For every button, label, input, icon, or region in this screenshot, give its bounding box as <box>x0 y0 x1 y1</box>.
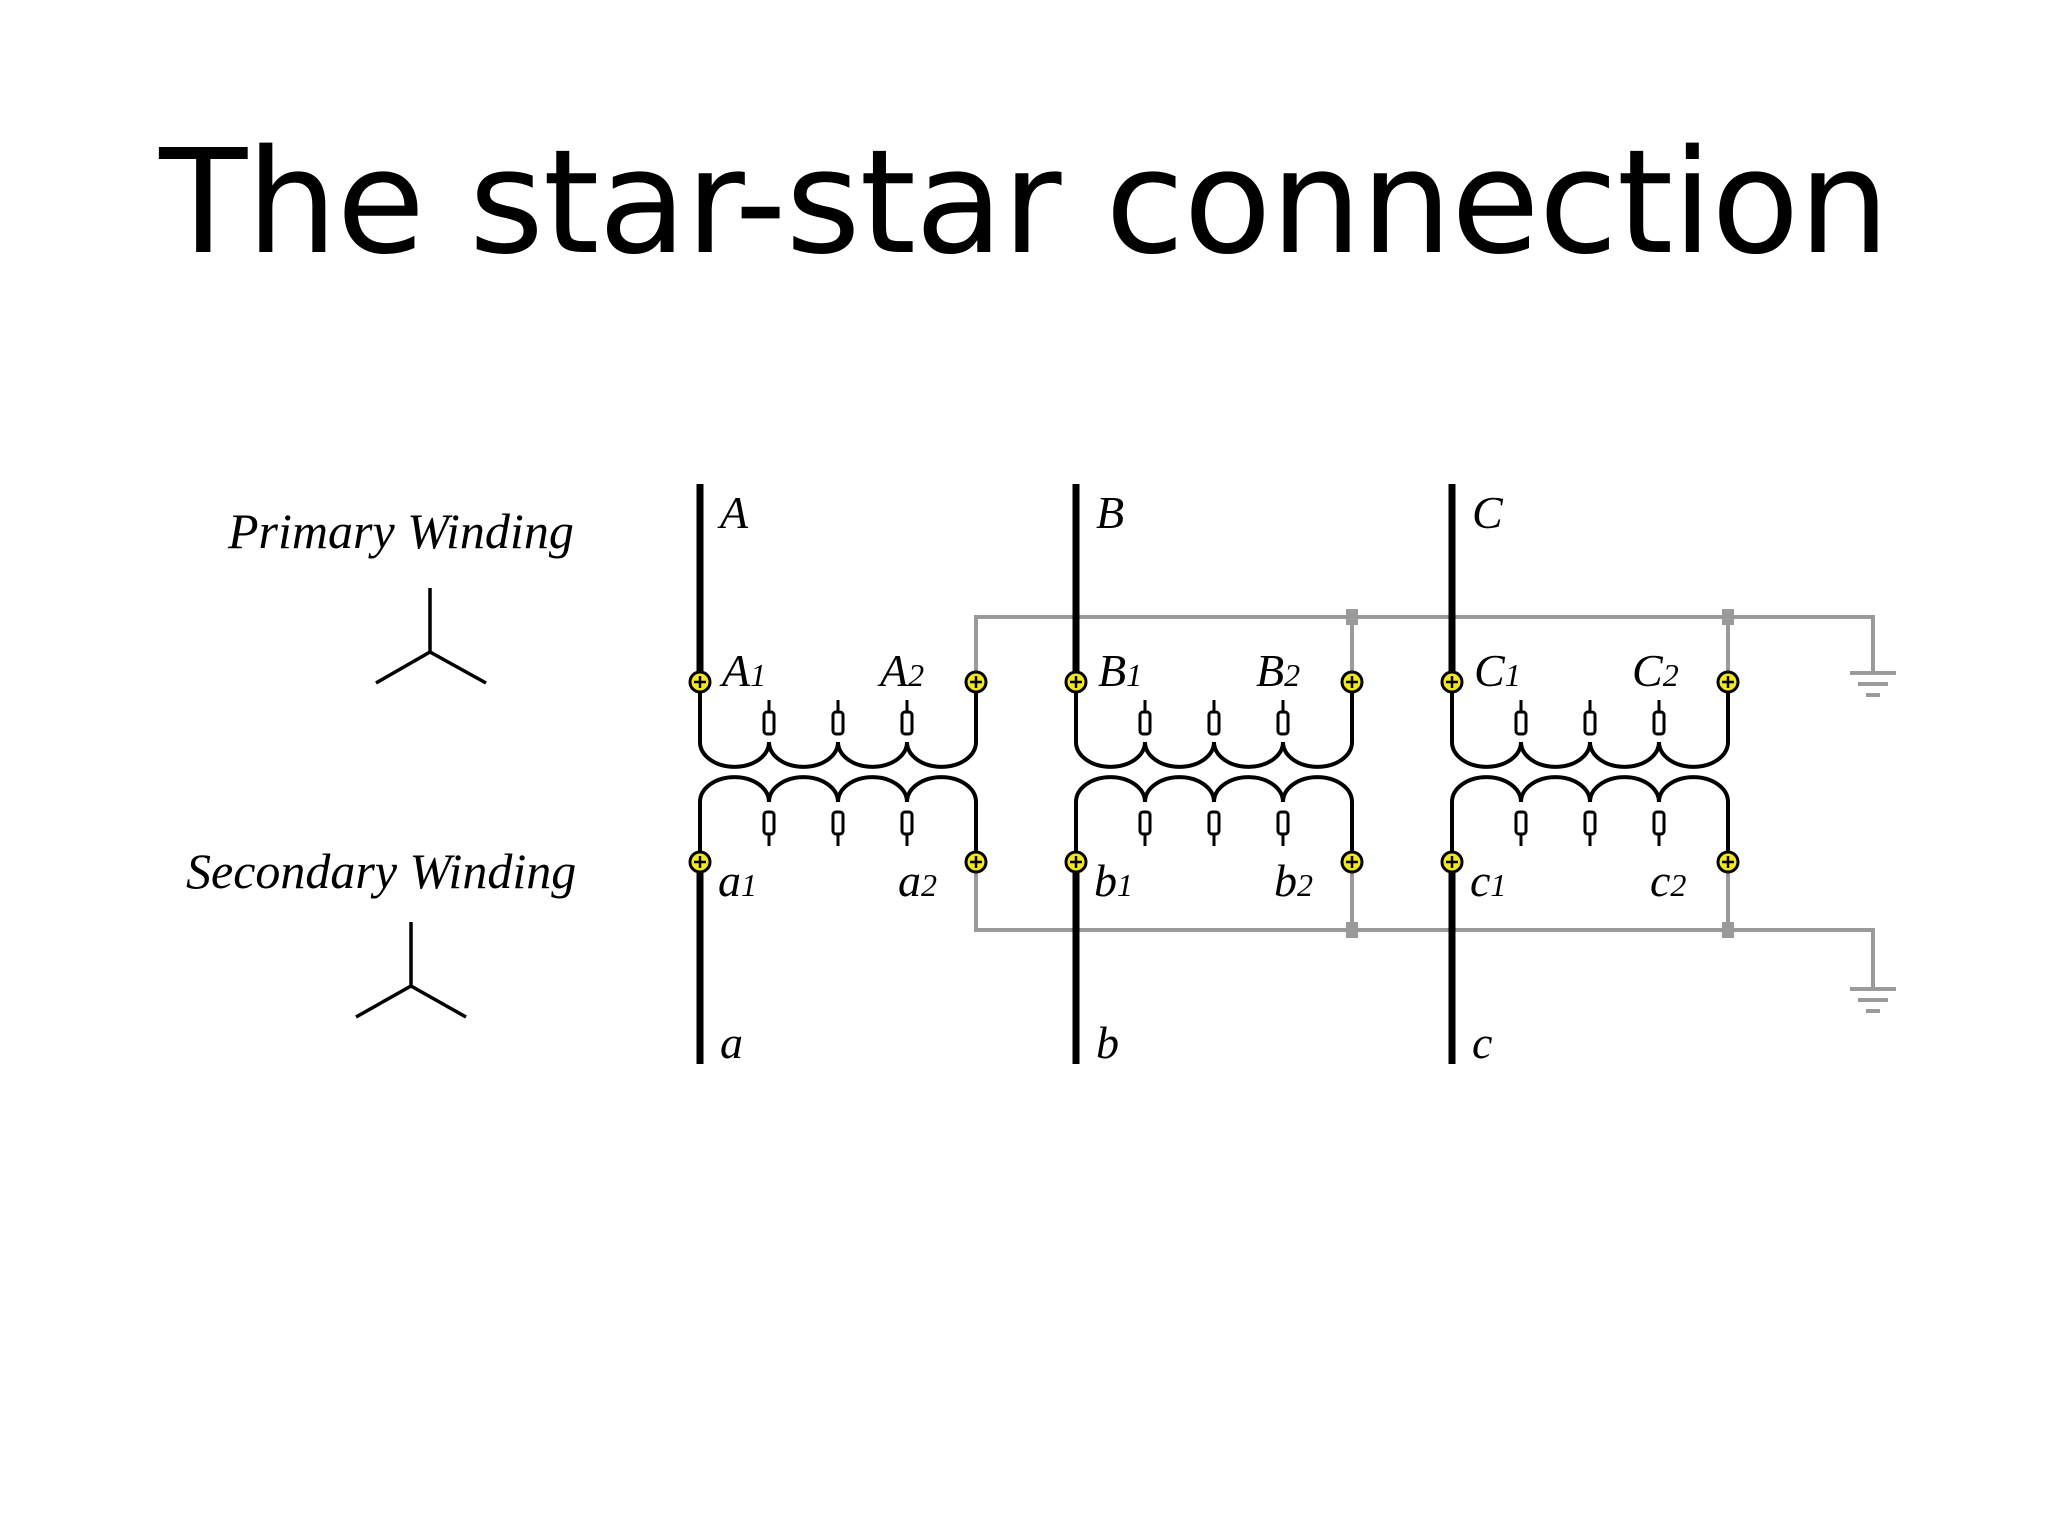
line-label-bottom: c <box>1472 1017 1492 1068</box>
coil-tap <box>1583 710 1597 736</box>
coil-tap <box>1514 810 1528 836</box>
primary-coil <box>1074 684 1354 769</box>
coil-tap <box>1138 810 1152 836</box>
phase-c-transformer: Cc C1 C2 c1 c2 <box>1440 484 1740 1068</box>
coil-tap <box>762 710 776 736</box>
coil-tap <box>831 810 845 836</box>
terminal-secondary-2 <box>1716 850 1740 874</box>
secondary-terminal-1-label: a1 <box>718 855 757 906</box>
ground-icon <box>1850 671 1896 697</box>
primary-neutral-bus <box>974 609 1875 682</box>
primary-terminal-1-label: B1 <box>1098 645 1142 696</box>
primary-terminal-1-label: A1 <box>719 645 766 696</box>
line-label-top: A <box>717 487 749 538</box>
primary-star-icon <box>375 588 487 685</box>
line-label-top: C <box>1472 487 1504 538</box>
coil-tap <box>900 710 914 736</box>
coil-tap <box>1583 810 1597 836</box>
terminal-primary-2 <box>1716 670 1740 694</box>
terminal-secondary-1 <box>688 850 712 874</box>
coil-tap <box>831 710 845 736</box>
terminal-primary-1 <box>688 670 712 694</box>
primary-winding-label: Primary Winding <box>227 503 574 559</box>
ground-icon <box>1850 987 1896 1013</box>
terminal-primary-2 <box>1340 670 1364 694</box>
terminal-secondary-1 <box>1064 850 1088 874</box>
coil-tap <box>1207 710 1221 736</box>
terminal-secondary-1 <box>1440 850 1464 874</box>
terminal-secondary-2 <box>964 850 988 874</box>
line-label-bottom: a <box>720 1017 743 1068</box>
coil-tap <box>1514 710 1528 736</box>
coil-tap <box>900 810 914 836</box>
secondary-coil <box>1450 775 1730 862</box>
phase-b-transformer: Bb B1 B2 b1 b2 <box>1064 484 1364 1068</box>
secondary-terminal-2-label: a2 <box>898 855 937 906</box>
coil-tap <box>1276 810 1290 836</box>
secondary-terminal-1-label: b1 <box>1094 855 1133 906</box>
phase-a-transformer: Aa A1 A2 a1 a2 <box>688 484 988 1068</box>
secondary-terminal-2-label: c2 <box>1650 855 1686 906</box>
terminal-primary-1 <box>1440 670 1464 694</box>
primary-coil <box>1450 684 1730 769</box>
line-label-bottom: b <box>1096 1017 1119 1068</box>
primary-terminal-2-label: B2 <box>1256 645 1300 696</box>
coil-tap <box>1652 810 1666 836</box>
terminal-primary-2 <box>964 670 988 694</box>
primary-terminal-1-label: C1 <box>1474 645 1521 696</box>
primary-terminal-2-label: C2 <box>1632 645 1679 696</box>
coil-tap <box>1138 710 1152 736</box>
line-label-top: B <box>1096 487 1124 538</box>
secondary-coil <box>698 775 978 862</box>
secondary-terminal-1-label: c1 <box>1470 855 1506 906</box>
coil-tap <box>1276 710 1290 736</box>
terminal-secondary-2 <box>1340 850 1364 874</box>
primary-coil <box>698 684 978 769</box>
coil-tap <box>762 810 776 836</box>
secondary-winding-label: Secondary Winding <box>186 843 576 899</box>
secondary-star-icon <box>355 922 467 1019</box>
slide-title: The star-star connection <box>159 118 1889 286</box>
secondary-coil <box>1074 775 1354 862</box>
primary-terminal-2-label: A2 <box>877 645 924 696</box>
coil-tap <box>1652 710 1666 736</box>
coil-tap <box>1207 810 1221 836</box>
secondary-terminal-2-label: b2 <box>1274 855 1313 906</box>
terminal-primary-1 <box>1064 670 1088 694</box>
